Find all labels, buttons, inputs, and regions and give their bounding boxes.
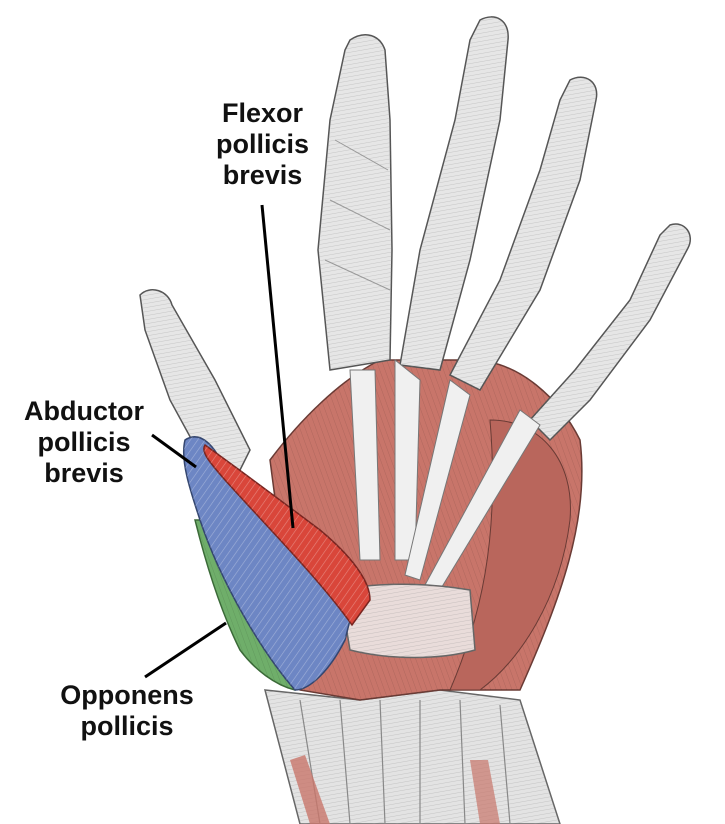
label-line: Flexor — [221, 98, 304, 128]
label-line: brevis — [44, 458, 124, 488]
label-line: Abductor — [24, 396, 144, 426]
opponens-leader-line — [144, 621, 227, 679]
label-line: pollicis — [215, 129, 310, 159]
abductor-leader-line — [151, 433, 197, 469]
label-line: brevis — [222, 160, 303, 190]
label-line: Opponens — [60, 680, 194, 710]
label-line: pollicis — [37, 427, 131, 457]
flexor-pollicis-brevis-muscle — [203, 443, 371, 627]
wrist-tendons — [264, 689, 561, 824]
label-opponens-pollicis: Opponens pollicis — [52, 680, 202, 742]
label-abductor-pollicis-brevis: Abductor pollicis brevis — [14, 396, 154, 489]
label-line: pollicis — [80, 711, 174, 741]
fingers — [317, 16, 691, 591]
flexor-leader-line — [260, 204, 295, 529]
leader-lines — [144, 204, 295, 679]
label-flexor-pollicis-brevis: Flexor pollicis brevis — [200, 98, 325, 191]
transverse-carpal-ligament — [339, 583, 476, 659]
